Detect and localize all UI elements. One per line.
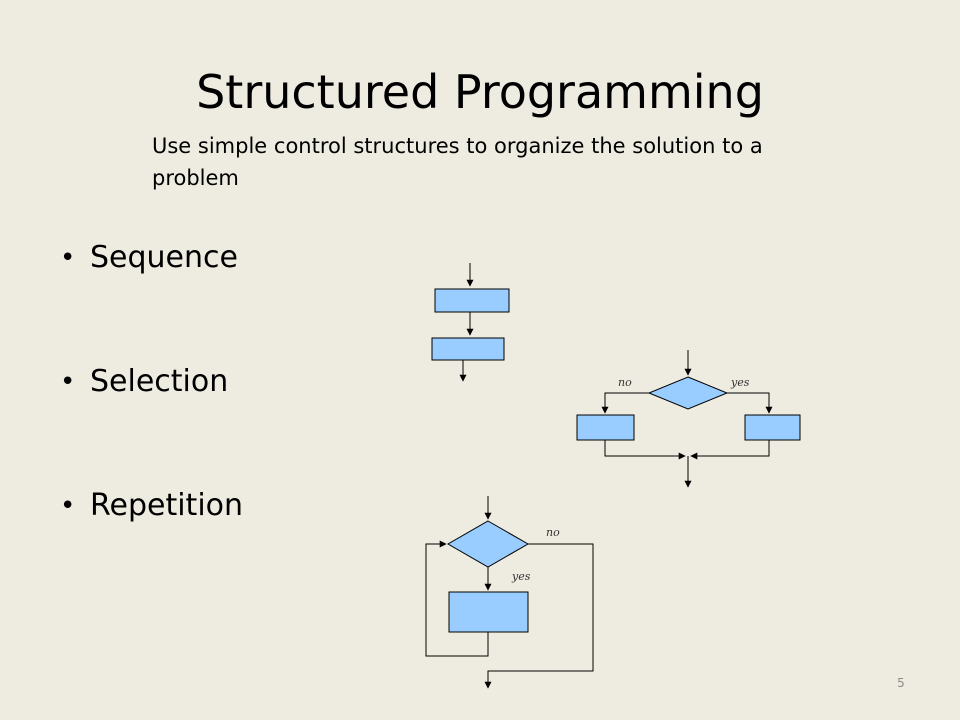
repetition-yes-label: yes [511,570,531,583]
bullet-label: Selection [90,364,229,399]
bullet-dot: • [60,491,76,521]
sequence-step-2 [431,337,505,361]
page-number: 5 [897,676,905,690]
selection-merge-left [604,440,686,460]
bullet-dot: • [60,243,76,273]
selection-no-step [576,414,635,441]
sequence-step-1 [434,288,510,313]
bullet-sequence: • Sequence [60,236,238,280]
repetition-decision [446,520,530,568]
selection-merge-right [690,440,770,460]
bullet-label: Repetition [90,488,244,523]
bullet-selection: • Selection [60,360,228,404]
repetition-body [448,591,529,633]
repetition-loop-back [425,540,489,657]
sequence-flowchart [431,263,510,382]
repetition-no-label: no [546,526,560,539]
selection-decision [647,376,729,410]
repetition-no-exit [484,543,594,689]
bullet-dot: • [60,367,76,397]
bullet-label: Sequence [90,240,238,275]
slide-title: Structured Programming [196,65,764,119]
bullet-repetition: • Repetition [60,484,243,528]
selection-no-label: no [618,376,632,389]
selection-yes-branch [727,392,773,414]
selection-flowchart [576,350,801,488]
selection-yes-label: yes [730,376,750,389]
selection-yes-step [744,414,801,441]
slide-subtitle: Use simple control structures to organiz… [152,134,763,190]
repetition-flowchart [425,496,594,689]
selection-no-branch [601,392,649,414]
